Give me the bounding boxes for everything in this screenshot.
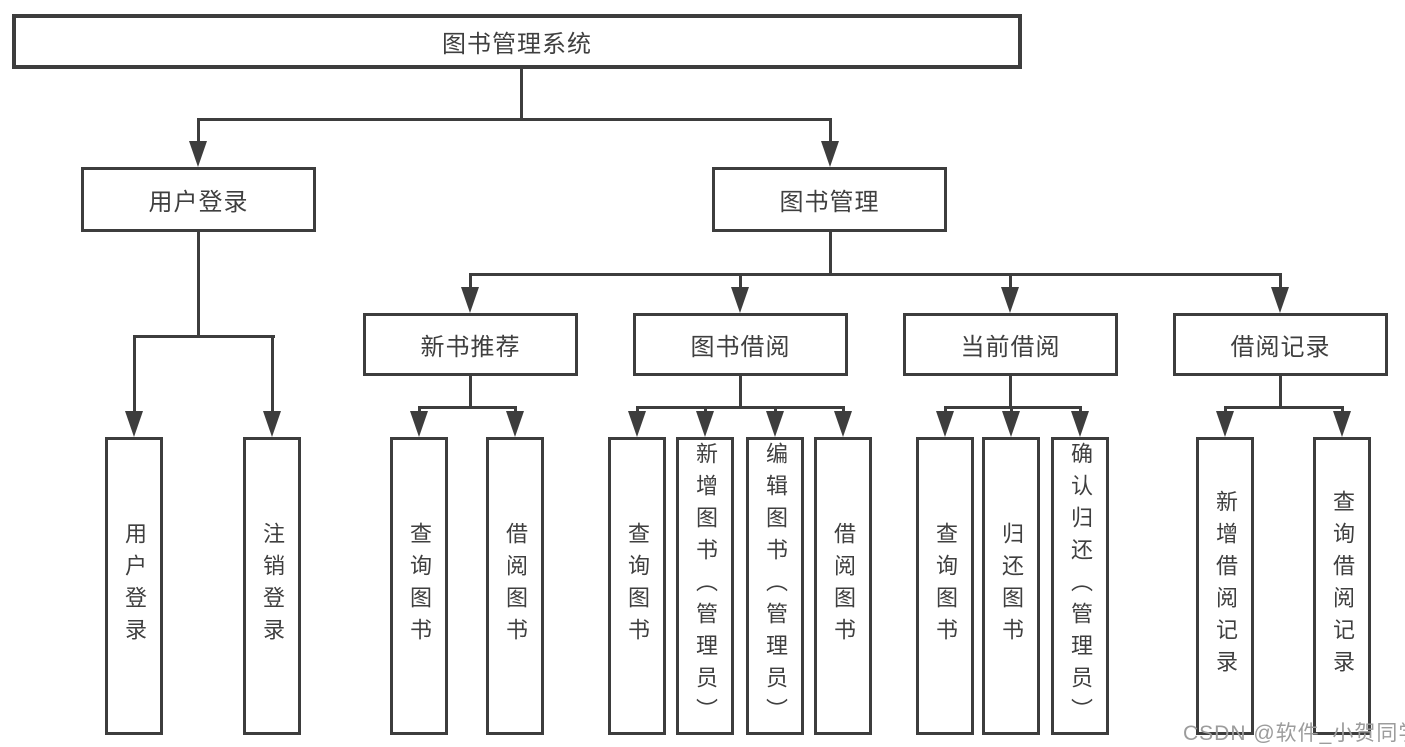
connector-root-stem — [520, 69, 523, 121]
connector-bookborrow-branch — [636, 406, 844, 409]
watermark: CSDN @软件_小贺同学 — [1183, 722, 1405, 745]
connector-leaf-stem — [1010, 406, 1013, 412]
connector-leaf-stem — [1079, 406, 1082, 412]
arrowhead-icon — [461, 287, 479, 313]
connector-borrowrecords-stem — [1279, 376, 1282, 407]
connector-leaf-stem — [944, 406, 947, 412]
arrowhead-icon — [834, 411, 852, 437]
node-user-login: 用户登录 — [81, 167, 316, 232]
arrowhead-icon — [410, 411, 428, 437]
leaf-bb-borrow-books: 借阅图书 — [814, 437, 872, 735]
leaf-bb-edit-books: 编辑图书（管理员） — [746, 437, 804, 735]
connector-to-leaf-logout — [271, 335, 274, 412]
node-library-system: 图书管理系统 — [12, 14, 1022, 69]
leaf-cb-confirm-return: 确认归还（管理员） — [1051, 437, 1109, 735]
arrowhead-icon — [936, 411, 954, 437]
connector-to-user-login — [197, 118, 200, 142]
connector-bookmgmt-branch — [469, 273, 1282, 276]
connector-leaf-stem — [514, 406, 517, 412]
connector-to-borrow-records — [1279, 273, 1282, 288]
connector-leaf-stem — [1341, 406, 1344, 412]
connector-to-leaf-login — [133, 335, 136, 412]
connector-leaf-stem — [418, 406, 421, 412]
leaf-bb-add-books: 新增图书（管理员） — [676, 437, 734, 735]
arrowhead-icon — [1071, 411, 1089, 437]
leaf-logout: 注销登录 — [243, 437, 301, 735]
arrowhead-icon — [1271, 287, 1289, 313]
connector-leaf-stem — [636, 406, 639, 412]
arrowhead-icon — [696, 411, 714, 437]
leaf-cb-query-books: 查询图书 — [916, 437, 974, 735]
connector-to-book-borrow — [739, 273, 742, 288]
arrowhead-icon — [189, 141, 207, 167]
node-current-borrow: 当前借阅 — [903, 313, 1118, 376]
leaf-br-query-record: 查询借阅记录 — [1313, 437, 1371, 735]
leaf-br-add-record: 新增借阅记录 — [1196, 437, 1254, 735]
arrowhead-icon — [1002, 411, 1020, 437]
connector-root-branch — [197, 118, 831, 121]
node-book-borrow: 图书借阅 — [633, 313, 848, 376]
arrowhead-icon — [506, 411, 524, 437]
connector-newbooks-branch — [418, 406, 516, 409]
leaf-bb-query-books: 查询图书 — [608, 437, 666, 735]
leaf-nb-query-books: 查询图书 — [390, 437, 448, 735]
arrowhead-icon — [1333, 411, 1351, 437]
arrowhead-icon — [628, 411, 646, 437]
connector-newbooks-stem — [469, 376, 472, 407]
connector-bookmgmt-stem — [829, 232, 832, 275]
connector-leaf-stem — [842, 406, 845, 412]
arrowhead-icon — [1216, 411, 1234, 437]
leaf-cb-return-books: 归还图书 — [982, 437, 1040, 735]
node-book-management: 图书管理 — [712, 167, 947, 232]
connector-currentborrow-stem — [1009, 376, 1012, 407]
connector-to-new-books — [469, 273, 472, 288]
arrowhead-icon — [1001, 287, 1019, 313]
arrowhead-icon — [766, 411, 784, 437]
arrowhead-icon — [731, 287, 749, 313]
arrowhead-icon — [125, 411, 143, 437]
connector-userlogin-branch — [133, 335, 275, 338]
connector-bookborrow-stem — [739, 376, 742, 407]
connector-to-current-borrow — [1009, 273, 1012, 288]
connector-to-book-mgmt — [829, 118, 832, 142]
arrowhead-icon — [263, 411, 281, 437]
node-borrow-records: 借阅记录 — [1173, 313, 1388, 376]
connector-leaf-stem — [1224, 406, 1227, 412]
arrowhead-icon — [821, 141, 839, 167]
leaf-user-login: 用户登录 — [105, 437, 163, 735]
connector-userlogin-stem — [197, 232, 200, 337]
connector-borrowrecords-branch — [1224, 406, 1343, 409]
node-new-book-recommend: 新书推荐 — [363, 313, 578, 376]
connector-leaf-stem — [704, 406, 707, 412]
connector-leaf-stem — [774, 406, 777, 412]
leaf-nb-borrow-books: 借阅图书 — [486, 437, 544, 735]
